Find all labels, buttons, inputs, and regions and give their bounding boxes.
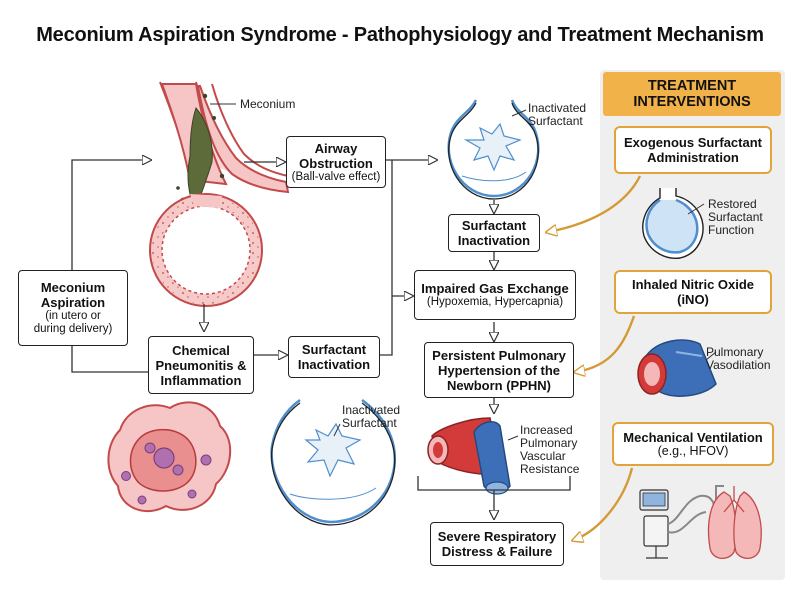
- meconium-aspiration-box: Meconium Aspiration (in utero or during …: [18, 270, 128, 346]
- box-title-line: Obstruction: [299, 155, 373, 171]
- increased-pvr-label: Increased Pulmonary Vascular Resistance: [520, 424, 579, 476]
- inflamed-tissue-illustration: [107, 401, 232, 513]
- box-title-line: Airway: [314, 140, 358, 156]
- restored-surfactant-label: Restored Surfactant Function: [708, 198, 763, 237]
- label-line: Surfactant: [708, 210, 763, 224]
- box-title-line: Persistent Pulmonary: [432, 347, 566, 363]
- airway-obstruction-box: Airway Obstruction (Ball-valve effect): [286, 136, 386, 188]
- treatment-panel-heading: TREATMENT INTERVENTIONS: [603, 72, 781, 116]
- surfactant-inactivation-box-left: Surfactant Inactivation: [288, 336, 380, 378]
- label-line: Function: [708, 223, 755, 237]
- vessels-illustration: [427, 417, 511, 495]
- surfactant-inactivation-box-right: Surfactant Inactivation: [448, 214, 540, 252]
- treatment-heading-line: INTERVENTIONS: [633, 94, 751, 110]
- label-line: Inactivated: [342, 403, 401, 417]
- box-sub-line: during delivery): [33, 323, 113, 335]
- airway-meconium-illustration: [149, 81, 290, 307]
- box-title-line: Inflammation: [160, 372, 242, 388]
- label-line: Restored: [708, 197, 757, 211]
- box-title-line: Meconium: [40, 280, 106, 295]
- treatment-arrows: [548, 175, 642, 540]
- box-title-line: Severe Respiratory: [437, 529, 557, 544]
- inactivated-surfactant-label-bottom: Inactivated Surfactant: [342, 404, 400, 430]
- chemical-pneumonitis-box: Chemical Pneumonitis & Inflammation: [148, 336, 254, 394]
- label-line: Pulmonary: [706, 345, 764, 359]
- box-title-line: Mechanical Ventilation: [623, 430, 763, 445]
- exogenous-surfactant-box: Exogenous Surfactant Administration: [614, 126, 772, 174]
- box-sub-line: (in utero or: [45, 310, 101, 322]
- box-title-line: Inactivation: [457, 233, 531, 248]
- vasodilation-vessel-illustration: [637, 339, 717, 397]
- box-sub-line: (Ball-valve effect): [291, 170, 381, 183]
- label-line: Vasodilation: [706, 358, 771, 372]
- impaired-gas-exchange-box: Impaired Gas Exchange (Hypoxemia, Hyperc…: [414, 270, 576, 320]
- label-line: Surfactant: [528, 114, 583, 128]
- box-title-line: Distress & Failure: [441, 544, 553, 559]
- flow-arrows: [71, 160, 571, 518]
- ventilator-lungs-illustration: [639, 485, 762, 559]
- mechanical-ventilation-box: Mechanical Ventilation (e.g., HFOV): [612, 422, 774, 466]
- box-title-line: Inhaled Nitric Oxide: [631, 277, 755, 292]
- box-title-line: Impaired Gas Exchange: [421, 281, 569, 296]
- label-line: Resistance: [520, 462, 580, 476]
- inactivated-surfactant-alveolus-bottom: [270, 398, 397, 526]
- page-title: Meconium Aspiration Syndrome - Pathophys…: [36, 24, 764, 46]
- box-title-line: Chemical: [172, 342, 230, 358]
- box-title-line: Administration: [647, 150, 739, 165]
- pulmonary-vasodilation-label: Pulmonary Vasodilation: [706, 346, 771, 372]
- box-title-line: Hypertension of the: [437, 362, 561, 378]
- meconium-label: Meconium: [240, 97, 296, 111]
- box-title-line: Surfactant: [301, 342, 367, 357]
- inactivated-surfactant-label-top: Inactivated Surfactant: [528, 102, 586, 128]
- box-title-line: Pneumonitis &: [155, 357, 247, 373]
- restored-surfactant-illustration: [642, 188, 704, 259]
- inhaled-nitric-oxide-box: Inhaled Nitric Oxide (iNO): [614, 270, 772, 314]
- label-line: Surfactant: [342, 416, 397, 430]
- label-line: Vascular: [520, 449, 566, 463]
- box-title-line: Aspiration: [40, 295, 106, 310]
- box-sub-line: (e.g., HFOV): [657, 444, 729, 458]
- label-line: Increased: [520, 423, 573, 437]
- label-line: Inactivated: [528, 101, 587, 115]
- label-line: Pulmonary: [520, 436, 578, 450]
- box-title-line: Surfactant: [461, 218, 527, 233]
- severe-respiratory-distress-box: Severe Respiratory Distress & Failure: [430, 522, 564, 566]
- inactivated-surfactant-alveolus-top: [447, 99, 540, 200]
- box-title-line: Inactivation: [297, 357, 371, 372]
- treatment-heading-line: TREATMENT: [647, 78, 737, 94]
- box-title-line: (iNO): [677, 292, 709, 307]
- pphn-box: Persistent Pulmonary Hypertension of the…: [424, 342, 574, 398]
- box-sub-line: (Hypoxemia, Hypercapnia): [426, 296, 564, 308]
- box-title-line: Newborn (PPHN): [447, 377, 551, 393]
- box-title-line: Exogenous Surfactant: [624, 135, 762, 150]
